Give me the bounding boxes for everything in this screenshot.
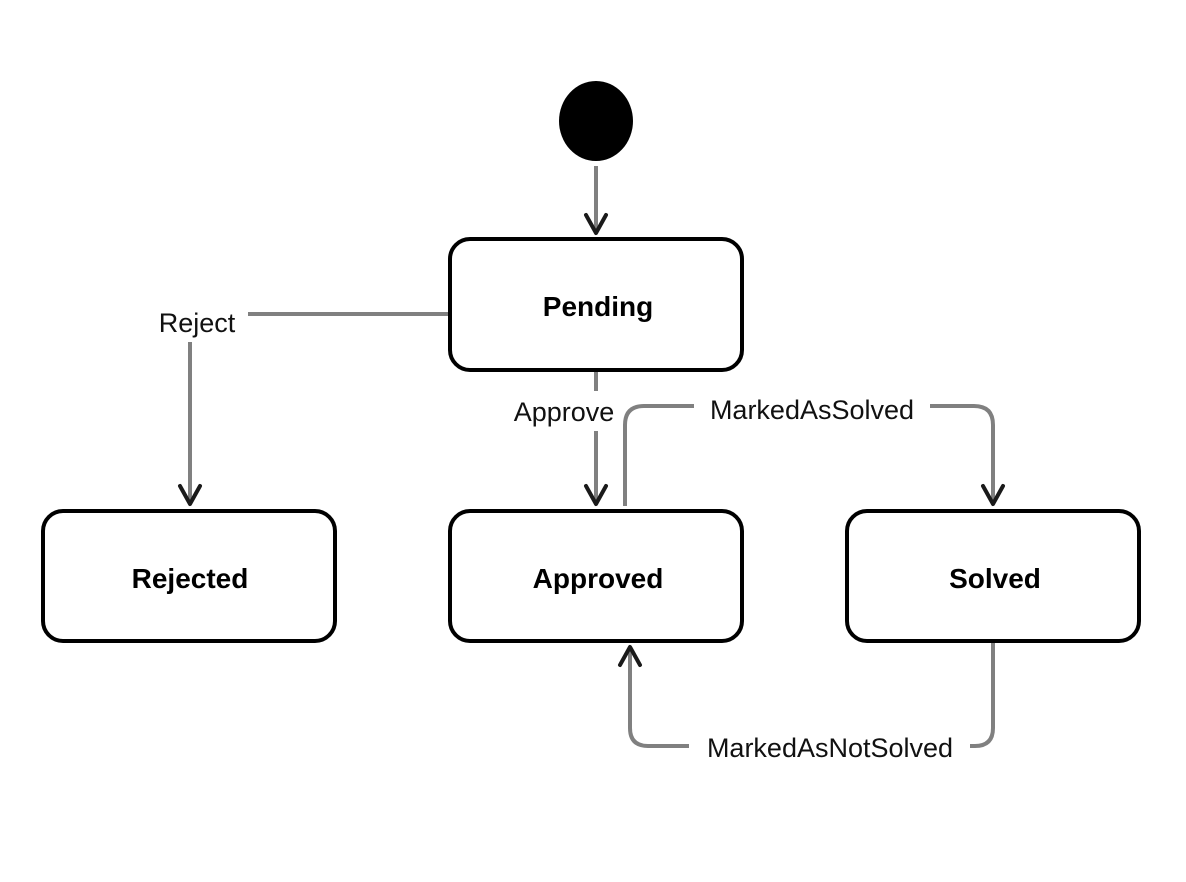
edge-marked-as-solved: MarkedAsSolved bbox=[623, 390, 1005, 506]
edge-label-marked-as-solved: MarkedAsSolved bbox=[710, 395, 914, 425]
state-box bbox=[448, 509, 744, 643]
arrow-head bbox=[981, 484, 1005, 506]
state-approved: Approved bbox=[448, 509, 744, 643]
edge-initial-to-pending bbox=[584, 166, 608, 235]
state-label: Rejected bbox=[132, 563, 249, 594]
edge-approve: Approve bbox=[505, 372, 623, 506]
state-label: Solved bbox=[949, 563, 1041, 594]
edge-label-approve: Approve bbox=[514, 397, 615, 427]
state-label: Approved bbox=[533, 563, 664, 594]
edge-label-reject: Reject bbox=[159, 308, 236, 338]
edge-label-background bbox=[505, 391, 623, 431]
initial-state-node bbox=[559, 81, 633, 161]
arrow-head bbox=[584, 213, 608, 235]
arrow-head bbox=[178, 484, 202, 506]
arrow-head bbox=[584, 484, 608, 506]
edge-label-background bbox=[689, 729, 970, 767]
state-rejected: Rejected bbox=[41, 509, 337, 643]
state-box bbox=[448, 237, 744, 372]
edge-reject: Reject bbox=[150, 302, 456, 506]
edge-label-background bbox=[694, 390, 930, 430]
edge-marked-as-not-solved: MarkedAsNotSolved bbox=[618, 642, 995, 767]
state-box bbox=[845, 509, 1141, 643]
state-label: Pending bbox=[543, 291, 653, 322]
edge-label-background bbox=[150, 302, 248, 342]
arrow-head bbox=[618, 645, 642, 667]
edge-line bbox=[188, 312, 456, 503]
state-solved: Solved bbox=[845, 509, 1141, 643]
state-pending: Pending bbox=[448, 237, 744, 372]
edge-label-marked-as-not-solved: MarkedAsNotSolved bbox=[707, 733, 953, 763]
state-box bbox=[41, 509, 337, 643]
